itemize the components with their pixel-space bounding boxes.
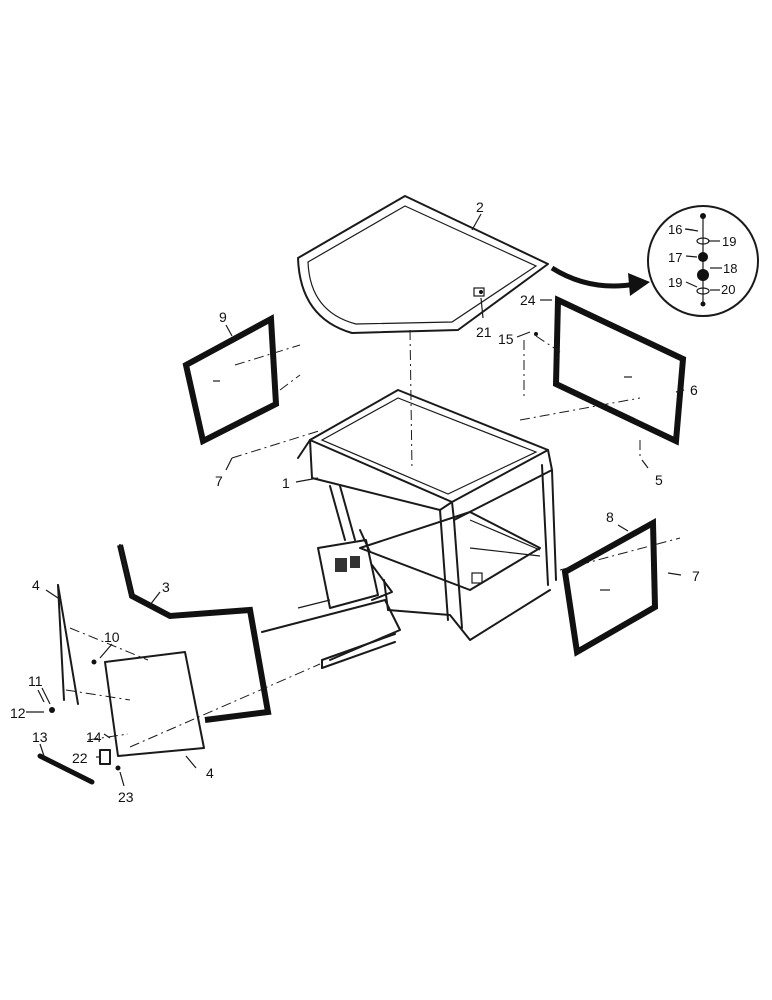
window-frame-9 — [182, 314, 280, 446]
small-parts — [41, 290, 538, 771]
callout-labels: 2 1 3 4 4 5 6 7 7 8 9 10 11 12 13 14 15 … — [10, 199, 737, 805]
leader-lines — [26, 213, 694, 787]
callout-2: 2 — [476, 199, 484, 215]
callout-5: 5 — [655, 472, 663, 488]
callout-14: 14 — [86, 729, 102, 745]
callout-17: 17 — [668, 250, 682, 265]
callout-7-left: 7 — [215, 473, 223, 489]
fastener-detail-circle — [647, 205, 759, 317]
callout-24: 24 — [520, 292, 536, 308]
callout-13: 13 — [32, 729, 48, 745]
door-frame-3 — [117, 544, 272, 723]
window-frame-6 — [552, 295, 687, 446]
latch — [471, 572, 483, 584]
roof-fastener-21 — [473, 287, 485, 297]
callout-19-bottom: 19 — [668, 275, 682, 290]
callout-9: 9 — [219, 309, 227, 325]
callout-3: 3 — [162, 579, 170, 595]
callout-7-right: 7 — [692, 568, 700, 584]
callout-1: 1 — [282, 475, 290, 491]
callout-6: 6 — [690, 382, 698, 398]
callout-12: 12 — [10, 705, 26, 721]
callout-10: 10 — [104, 629, 120, 645]
callout-11: 11 — [28, 673, 43, 689]
roof-panel — [297, 195, 549, 334]
seal-strip-13 — [37, 753, 95, 785]
door-glass-4 — [104, 651, 205, 757]
callout-8: 8 — [606, 509, 614, 525]
side-glass-4 — [57, 584, 79, 705]
callout-19-top: 19 — [722, 234, 736, 249]
callout-4-bottom: 4 — [206, 765, 214, 781]
cab-frame — [261, 389, 557, 669]
callout-22: 22 — [72, 750, 88, 766]
callout-15: 15 — [498, 331, 514, 347]
callout-16: 16 — [668, 222, 682, 237]
callout-4-left: 4 — [32, 577, 40, 593]
window-frame-8 — [561, 517, 659, 657]
assembly-lines — [65, 329, 681, 748]
callout-21: 21 — [476, 324, 492, 340]
detail-arrow — [550, 265, 650, 296]
callout-20: 20 — [721, 282, 735, 297]
callout-18: 18 — [723, 261, 737, 276]
callout-23: 23 — [118, 789, 134, 805]
